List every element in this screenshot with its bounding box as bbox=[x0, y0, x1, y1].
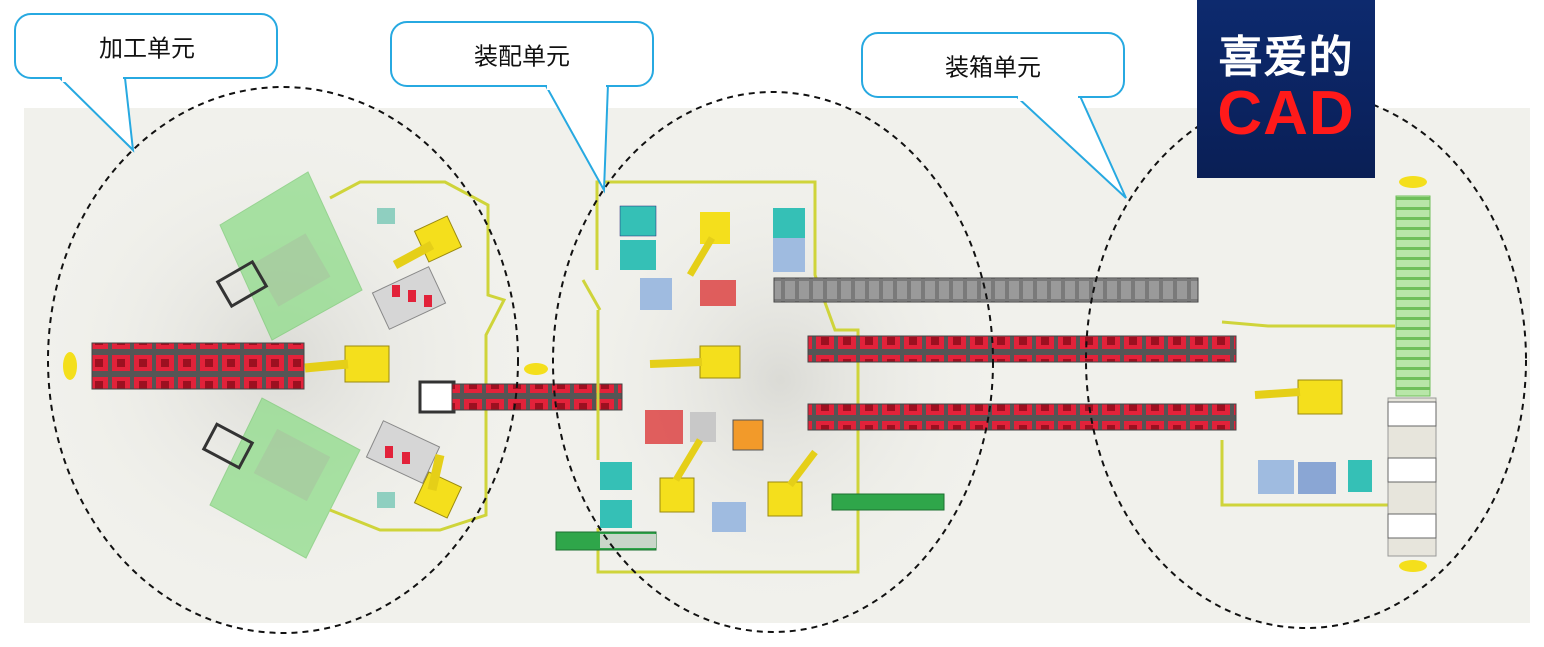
callout-seam bbox=[62, 74, 123, 82]
robot-arm bbox=[427, 453, 445, 492]
blue-station bbox=[773, 238, 805, 272]
assembly-station bbox=[619, 205, 657, 237]
callout-seam bbox=[1018, 93, 1078, 101]
robot-base bbox=[413, 471, 463, 519]
stopper bbox=[1399, 176, 1427, 188]
blue-station bbox=[1298, 462, 1336, 494]
callout-bubble bbox=[14, 13, 278, 79]
pallet bbox=[408, 290, 416, 302]
assembly-unit-boundary bbox=[552, 91, 994, 633]
stopper bbox=[1399, 560, 1427, 572]
robot-base bbox=[700, 212, 730, 244]
callout-bubble bbox=[390, 21, 654, 87]
chip-cart bbox=[201, 422, 255, 470]
pallet bbox=[385, 446, 393, 458]
blue-station bbox=[640, 278, 672, 310]
callout-machining bbox=[14, 13, 278, 153]
robot-arm bbox=[392, 241, 435, 269]
robot-arm bbox=[787, 449, 818, 488]
machining-unit-label: 加工单元 bbox=[99, 34, 195, 63]
safety-fence bbox=[329, 180, 507, 532]
logo-line-1: 喜爱的 bbox=[1218, 31, 1354, 83]
assembly-station bbox=[620, 240, 656, 270]
safety-fence bbox=[581, 279, 602, 311]
blue-station bbox=[712, 502, 746, 532]
safety-fence bbox=[595, 180, 860, 574]
gripper-station bbox=[690, 412, 716, 442]
callout-assembly bbox=[390, 21, 654, 194]
transfer-station bbox=[418, 380, 456, 414]
assembly-station bbox=[1348, 460, 1372, 492]
gripper-station bbox=[645, 410, 683, 444]
chip-cart bbox=[215, 259, 269, 309]
orange-station bbox=[732, 419, 764, 451]
pallet bbox=[424, 295, 432, 307]
outfeed-conveyor bbox=[831, 493, 945, 511]
assembly-unit bbox=[555, 180, 1199, 574]
robot-base bbox=[1297, 379, 1343, 415]
pallet-line-upper bbox=[807, 335, 1237, 363]
robot-arm bbox=[686, 236, 716, 277]
robot-base bbox=[659, 477, 695, 513]
gripper-station bbox=[700, 280, 736, 306]
robot-base bbox=[767, 481, 803, 517]
stopper bbox=[524, 363, 548, 375]
stopper bbox=[63, 352, 77, 380]
watermark-logo: 喜爱的 CAD bbox=[1197, 0, 1375, 178]
safety-fence bbox=[1220, 440, 1395, 507]
machining-unit-boundary bbox=[47, 86, 519, 634]
robot-base bbox=[344, 345, 390, 383]
box bbox=[1387, 513, 1437, 539]
box bbox=[1387, 401, 1437, 427]
robot-arm bbox=[304, 359, 349, 373]
part-plate bbox=[377, 208, 395, 224]
boxing-unit-boundary bbox=[1085, 91, 1527, 629]
robot-arm bbox=[672, 438, 704, 482]
blue-station bbox=[1258, 460, 1294, 494]
safety-fence bbox=[1221, 320, 1395, 328]
machine-detail bbox=[253, 428, 331, 502]
callout-seam bbox=[547, 82, 606, 90]
robot-arm bbox=[649, 358, 703, 368]
machining-unit bbox=[63, 171, 623, 559]
assembly-station bbox=[773, 208, 805, 238]
part-plate bbox=[377, 492, 395, 508]
pallet-line-lower bbox=[807, 403, 1237, 431]
machine-detail bbox=[253, 233, 331, 307]
infeed-rollers bbox=[600, 534, 656, 548]
logo-line-2: CAD bbox=[1217, 79, 1355, 149]
callout-boxing bbox=[861, 32, 1127, 199]
box bbox=[1387, 457, 1437, 483]
assembly-station bbox=[600, 462, 632, 490]
pallet bbox=[402, 452, 410, 464]
boxing-unit bbox=[1220, 176, 1437, 572]
transfer-conveyor bbox=[451, 383, 623, 411]
robot-base bbox=[699, 345, 741, 379]
pallet-conveyor bbox=[91, 342, 305, 390]
box-conveyor bbox=[1395, 195, 1431, 397]
pallet bbox=[392, 285, 400, 297]
boxing-unit-label: 装箱单元 bbox=[945, 53, 1041, 82]
robot-arm bbox=[1254, 388, 1301, 399]
callout-bubble bbox=[861, 32, 1125, 98]
assembly-station bbox=[600, 500, 632, 528]
assembly-unit-label: 装配单元 bbox=[474, 42, 570, 71]
